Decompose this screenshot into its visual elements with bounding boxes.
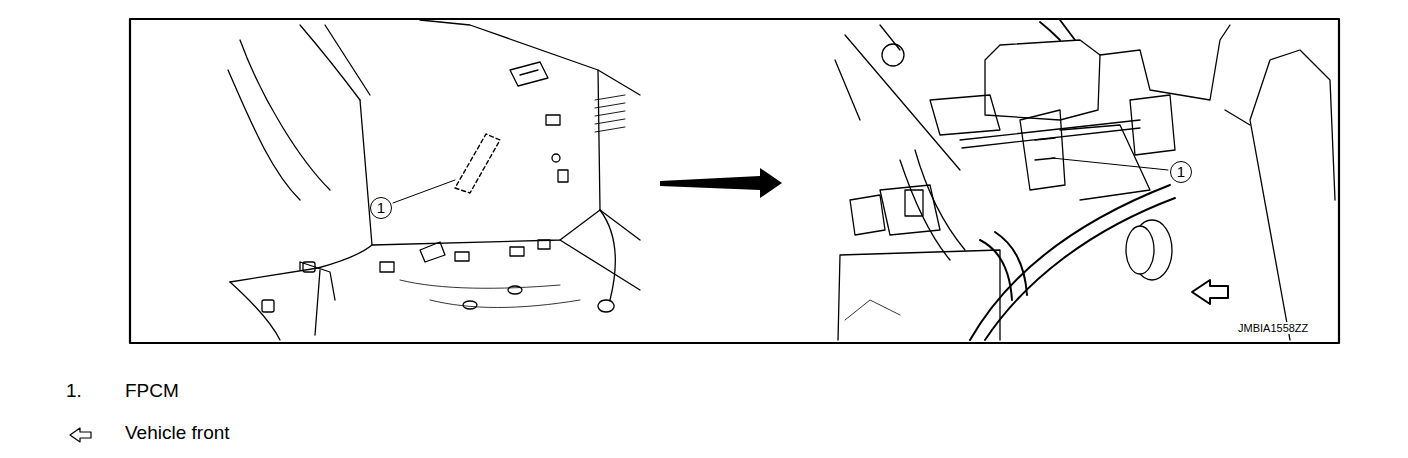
legend-text: Vehicle front bbox=[125, 422, 230, 444]
legend-number: 1. bbox=[66, 380, 82, 402]
front-arrow bbox=[1192, 280, 1228, 304]
callout-number: 1 bbox=[370, 197, 392, 219]
figure-frame bbox=[130, 19, 1339, 343]
legend-arrow bbox=[70, 428, 91, 442]
callout-number: 1 bbox=[1170, 161, 1192, 183]
figure-code: JMBIA1558ZZ bbox=[1237, 322, 1309, 334]
part-name: FPCM bbox=[125, 380, 179, 402]
